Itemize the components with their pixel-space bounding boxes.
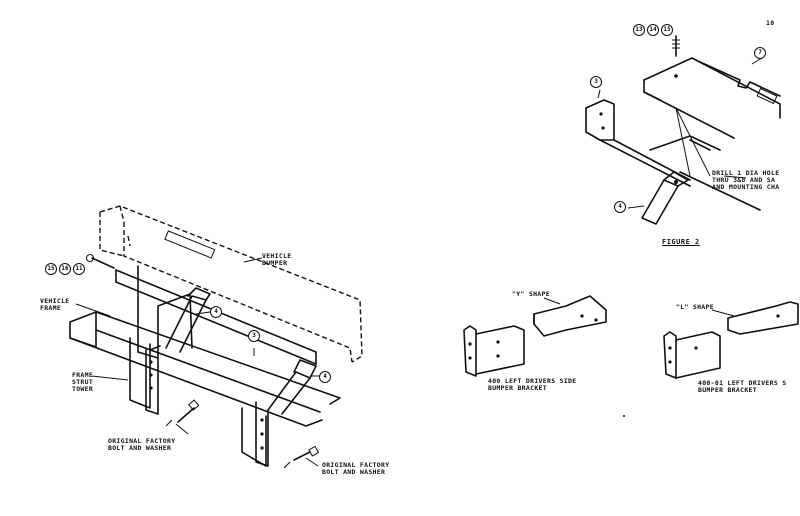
- label-y-shape: "Y" SHAPE: [512, 290, 550, 298]
- figure2-drawing: [585, 35, 781, 225]
- leader-lines-left: [75, 257, 320, 467]
- callout-bracket-lower: 4: [319, 371, 331, 383]
- callout-fig2-13: 13: [633, 24, 645, 36]
- factory-bolt-right: [283, 445, 320, 469]
- drill-note: DRILL 1 DIA HOLE THRU 3&8 AND SA AND MOU…: [712, 169, 780, 191]
- callout-bracket-upper: 4: [210, 306, 222, 318]
- callout-fig2-15: 15: [661, 24, 673, 36]
- label-original-bolt-right: ORIGINAL FACTORY BOLT AND WASHER: [322, 461, 390, 476]
- caption-l-bracket: 400-01 LEFT DRIVERS S BUMPER BRACKET: [698, 379, 787, 394]
- hardware-bolt-upper: [86, 254, 115, 269]
- page-number: 10: [766, 19, 775, 27]
- bracket-lower: [255, 359, 317, 467]
- strut-tower-right: [241, 407, 267, 467]
- callout-hardware-16: 16: [59, 263, 71, 275]
- vehicle-frame-rail: [69, 311, 341, 427]
- label-original-bolt-left: ORIGINAL FACTORY BOLT AND WASHER: [108, 437, 176, 452]
- label-l-shape: "L" SHAPE: [676, 303, 714, 311]
- callout-part-3: 3: [590, 76, 602, 88]
- label-frame-strut-tower: FRAME STRUT TOWER: [72, 371, 94, 393]
- label-vehicle-bumper: VEHICLE BUMPER: [262, 252, 292, 267]
- l-shape-bracket: [663, 301, 799, 379]
- figure2-title: FIGURE 2: [662, 238, 700, 246]
- vehicle-bumper-outline: [99, 205, 363, 363]
- callout-hardware-15: 15: [45, 263, 57, 275]
- callout-fig2-14: 14: [647, 24, 659, 36]
- y-shape-bracket: [463, 295, 607, 377]
- callout-part-4: 4: [614, 201, 626, 213]
- factory-bolt-left: [165, 399, 200, 427]
- label-vehicle-frame: VEHICLE FRAME: [40, 297, 70, 312]
- bracket-upper: [137, 265, 211, 415]
- callout-hardware-11: 11: [73, 263, 85, 275]
- callout-crossbar: 3: [248, 330, 260, 342]
- callout-part-7: 7: [754, 47, 766, 59]
- caption-y-bracket: 400 LEFT DRIVERS SIDE BUMPER BRACKET: [488, 377, 577, 392]
